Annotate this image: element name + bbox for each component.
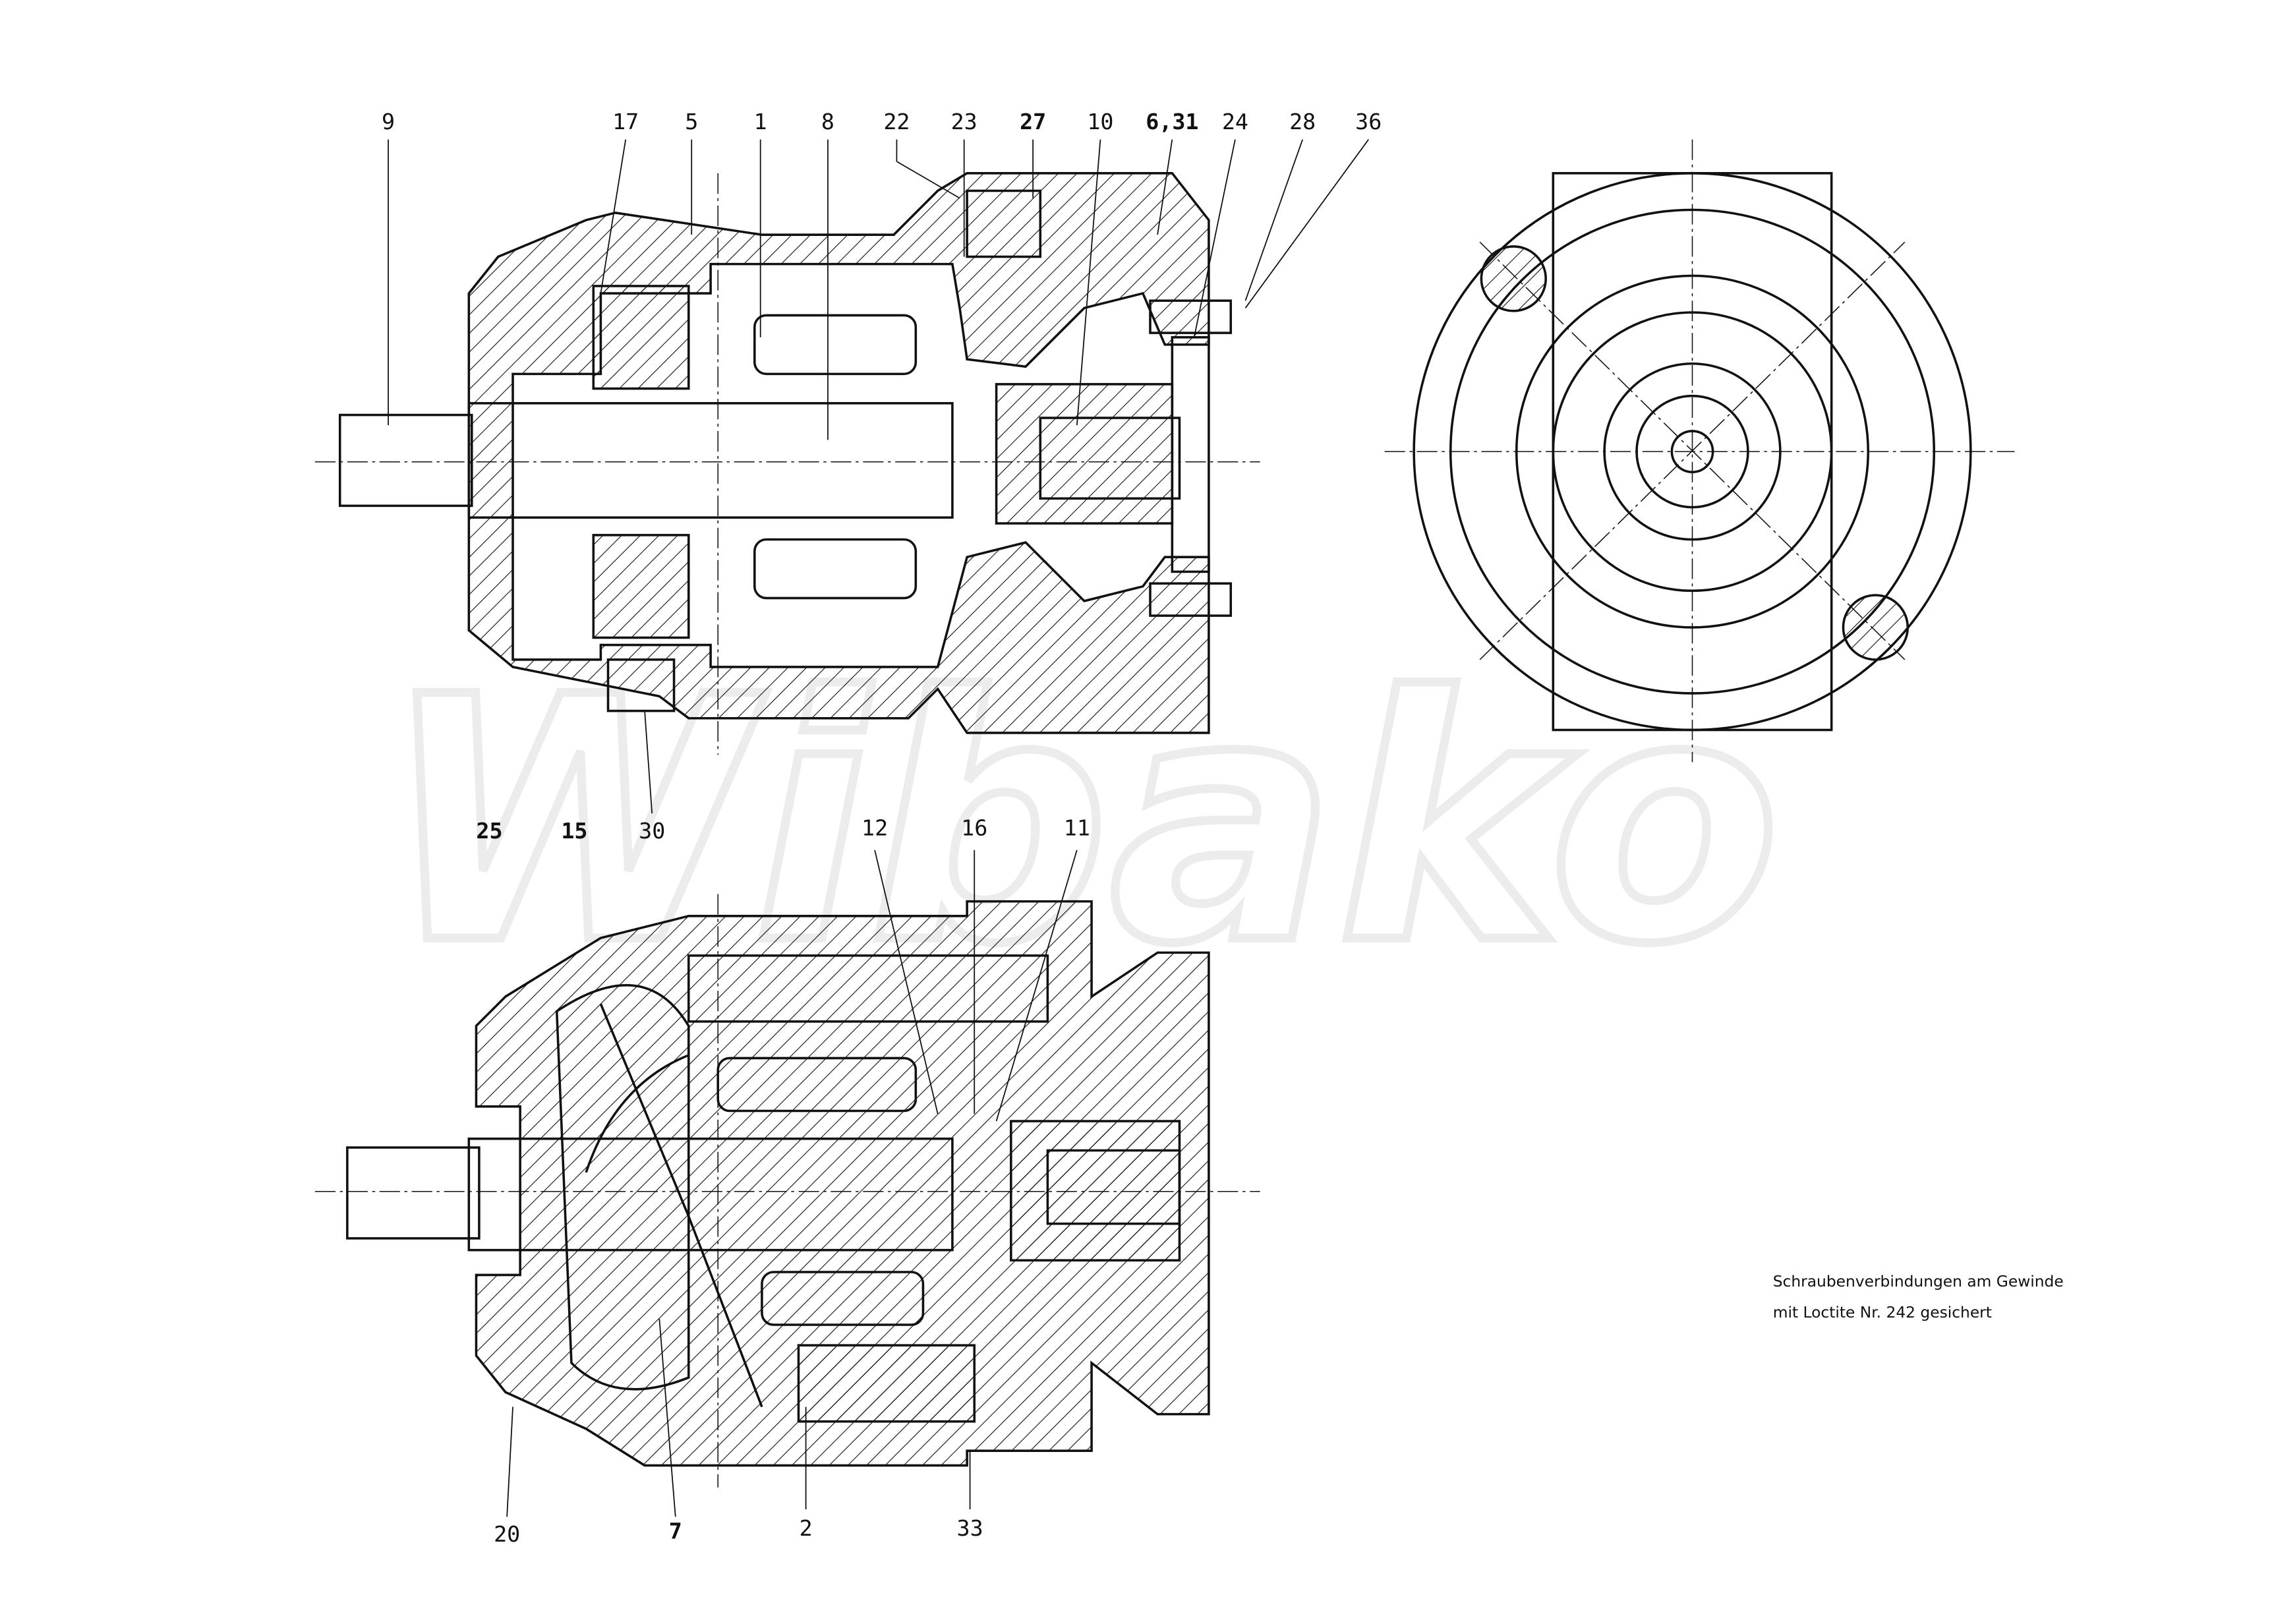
part-label: 7: [669, 1519, 682, 1544]
part-label: 6,31: [1146, 109, 1198, 134]
part-label: 10: [1087, 109, 1113, 134]
part-label: 1: [754, 109, 767, 134]
part-label: 33: [957, 1515, 983, 1541]
leader-lines: [388, 139, 1369, 1517]
part-label: 17: [612, 109, 639, 134]
part-label: 28: [1289, 109, 1316, 134]
part-labels-top: 9 17 5 1 8 22 23 27 10 6,31 24 28 36: [382, 109, 1382, 134]
part-label: 11: [1064, 815, 1090, 841]
part-label: 15: [561, 818, 587, 844]
part-label: 8: [821, 109, 834, 134]
part-label: 24: [1222, 109, 1248, 134]
part-label: 30: [639, 818, 665, 844]
part-labels-bottom: 20 7 2 33: [494, 1515, 983, 1547]
part-label: 16: [961, 815, 987, 841]
part-label: 23: [951, 109, 977, 134]
end-view: [1384, 139, 2015, 763]
part-label: 9: [382, 109, 395, 134]
part-label: 5: [685, 109, 698, 134]
part-label: 22: [883, 109, 910, 134]
part-label: 2: [800, 1515, 813, 1541]
part-label: 27: [1020, 109, 1046, 134]
assembly-note: Schraubenverbindungen am Gewinde mit Loc…: [1773, 1272, 2064, 1321]
part-label: 36: [1355, 109, 1382, 134]
top-section-view: [314, 172, 1260, 755]
note-line-1: Schraubenverbindungen am Gewinde: [1773, 1272, 2064, 1290]
part-labels-middle: 25 15 30 12 16 11: [476, 815, 1090, 844]
part-label: 25: [476, 818, 502, 844]
note-line-2: mit Loctite Nr. 242 gesichert: [1773, 1303, 1992, 1321]
part-label: 20: [494, 1521, 520, 1547]
part-label: 12: [861, 815, 888, 841]
